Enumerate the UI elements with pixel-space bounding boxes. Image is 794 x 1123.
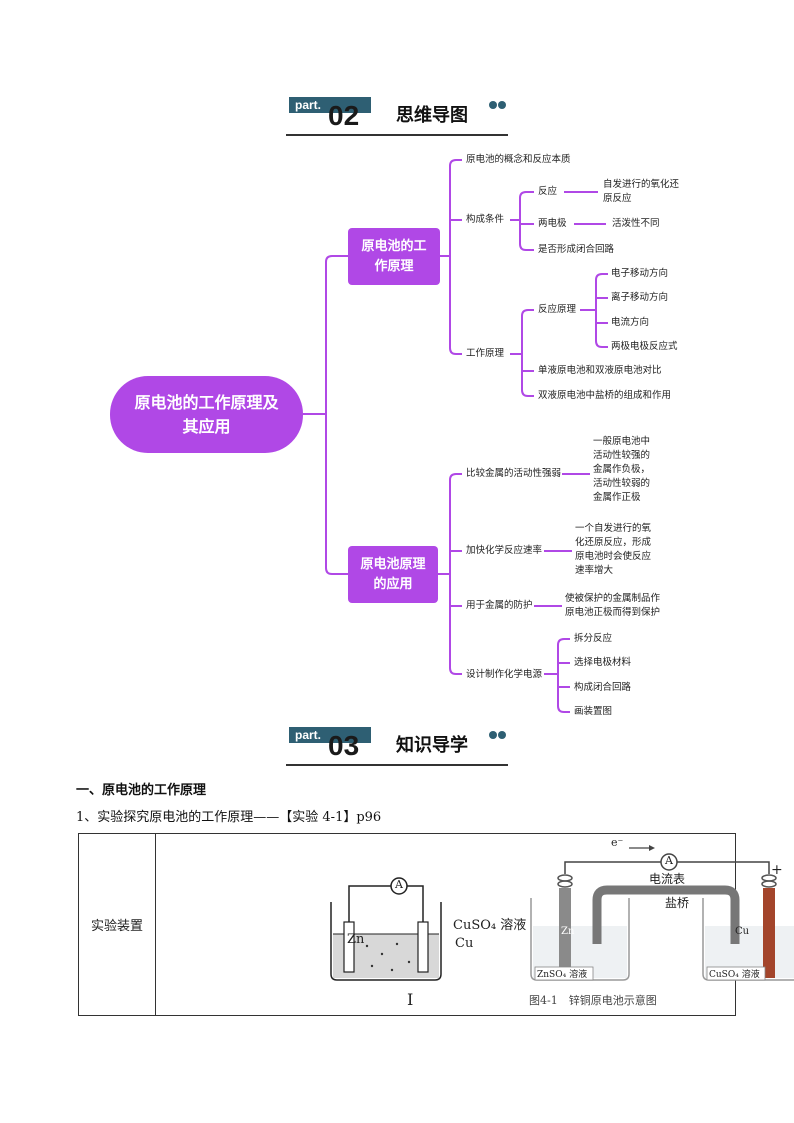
- mindmap-node-principle: 反应原理: [538, 304, 577, 315]
- mindmap-node-concept: 原电池的概念和反应本质: [466, 154, 571, 165]
- part-tag: part.: [289, 727, 371, 743]
- mindmap-branch-principle: 原电池的工作原理: [348, 228, 440, 285]
- mindmap-node-design: 设计制作化学电源: [466, 669, 543, 680]
- mindmap-node-rate-detail: 一个自发进行的氧化还原反应，形成原电池时会使反应速率增大: [575, 523, 652, 576]
- fig2-electron-label: e⁻: [611, 836, 624, 849]
- part-02-header: part. 02 思维导图: [286, 94, 508, 136]
- decor-dots-icon: [488, 724, 506, 743]
- mindmap-node-working: 工作原理: [466, 348, 505, 359]
- fig1-cu-label: Cu: [455, 936, 474, 951]
- mindmap-node-compare: 单液原电池和双液原电池对比: [538, 365, 662, 376]
- experiment-table: 实验装置 A Zn CuSO₄ 溶液 Cu I: [78, 833, 794, 1016]
- fig2-left-solution-label: ZnSO₄ 溶液: [537, 970, 588, 980]
- part-number: 03: [328, 730, 360, 761]
- fig2-ammeter-label: A: [665, 854, 673, 867]
- table-label-cell: 实验装置: [79, 834, 156, 1015]
- mindmap-node-circuit: 是否形成闭合回路: [538, 244, 615, 255]
- table-label: 实验装置: [90, 919, 143, 934]
- fig2-zn-label: Zn: [561, 926, 575, 937]
- beaker-diagram-single: [330, 877, 442, 981]
- fig2-cu-label: Cu: [735, 926, 750, 937]
- mindmap-node-draw: 画装置图: [574, 706, 613, 717]
- fig2-plus-label: +: [771, 862, 783, 878]
- mindmap-node-rate: 加快化学反应速率: [466, 545, 543, 556]
- mindmap-root: 原电池的工作原理及其应用: [110, 376, 303, 453]
- section-subheading: 1、实验探究原电池的工作原理——【实验 4-1】p96: [76, 810, 382, 825]
- decor-dots-icon: [488, 94, 506, 113]
- part-title: 知识导学: [396, 735, 468, 756]
- mindmap-node-salt-bridge: 双液原电池中盐桥的组成和作用: [538, 390, 672, 401]
- fig2-right-solution-label: CuSO₄ 溶液: [709, 970, 760, 980]
- section-heading: 一、原电池的工作原理: [76, 783, 207, 798]
- fig1-roman-label: I: [407, 990, 414, 1009]
- mindmap-node-materials: 选择电极材料: [574, 657, 632, 668]
- mindmap-branch-application: 原电池原理的应用: [348, 546, 438, 603]
- fig1-zn-label: Zn: [347, 932, 365, 947]
- mindmap-node-reaction: 反应: [538, 186, 558, 197]
- part-title: 思维导图: [396, 105, 468, 126]
- beaker-diagram-salt-bridge: [530, 845, 794, 981]
- mindmap-node-current-dir: 电流方向: [611, 317, 650, 328]
- mindmap-node-split: 拆分反应: [574, 633, 613, 644]
- fig1-solution-label: CuSO₄ 溶液: [453, 918, 527, 933]
- mindmap-node-electron-dir: 电子移动方向: [611, 268, 669, 279]
- mindmap-node-ion-dir: 离子移动方向: [611, 292, 669, 303]
- mindmap-node-conditions: 构成条件: [466, 214, 505, 225]
- mindmap-node-protection: 用于金属的防护: [466, 600, 533, 611]
- mindmap-node-activity-detail: 一般原电池中活动性较强的金属作负极，活动性较弱的金属作正极: [593, 436, 651, 503]
- fig2-meter-label: 电流表: [649, 872, 686, 886]
- mindmap-node-electrodes-detail: 活泼性不同: [612, 218, 660, 229]
- part-tag: part.: [289, 97, 371, 113]
- mindmap-node-electrodes: 两电极: [538, 218, 567, 229]
- mindmap-node-closed-loop: 构成闭合回路: [574, 682, 632, 693]
- mindmap-node-activity: 比较金属的活动性强弱: [466, 468, 562, 479]
- table-figure-cell: A Zn CuSO₄ 溶液 Cu I: [157, 834, 794, 1015]
- fig1-ammeter-label: A: [395, 878, 403, 891]
- mindmap-node-reaction-detail: 自发进行的氧化还原反应: [603, 179, 680, 204]
- fig2-bridge-label: 盐桥: [665, 896, 690, 910]
- mindmap-node-protection-detail: 使被保护的金属制品作原电池正极而得到保护: [565, 593, 661, 618]
- mindmap-node-equations: 两极电极反应式: [611, 341, 678, 352]
- part-03-header: part. 03 知识导学: [286, 724, 508, 766]
- fig2-caption: 图4-1 锌铜原电池示意图: [529, 994, 657, 1007]
- part-number: 02: [328, 100, 360, 131]
